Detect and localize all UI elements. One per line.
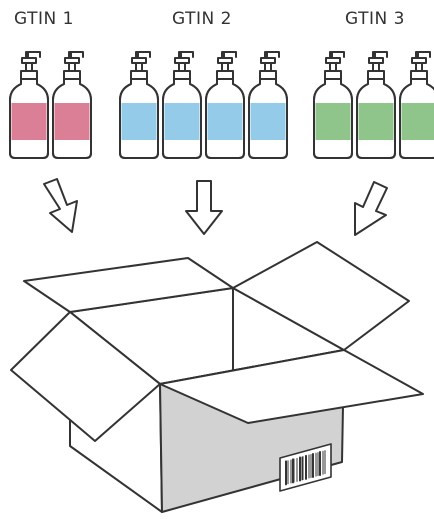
bottle-groups [10, 52, 434, 158]
down-arrow-icon [186, 181, 222, 234]
bottle-icon [357, 52, 395, 158]
open-box-icon [11, 242, 423, 512]
down-arrow-icon [355, 182, 387, 235]
bottle-icon [400, 52, 434, 158]
bottle-icon [10, 52, 48, 158]
bottle-icon [314, 52, 352, 158]
bottle-icon [120, 52, 158, 158]
bottle-icon [206, 52, 244, 158]
bottle-icon [163, 52, 201, 158]
bottle-icon [249, 52, 287, 158]
bottle-icon [53, 52, 91, 158]
down-arrow-icon [44, 179, 77, 232]
